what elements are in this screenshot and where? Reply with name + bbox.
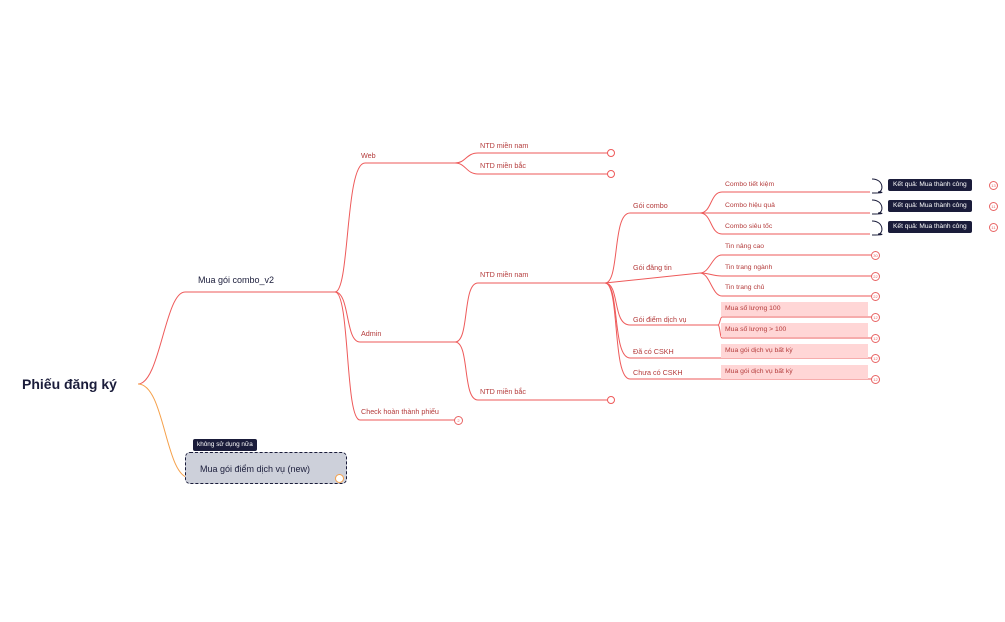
chua-co-cskh-leaf[interactable]: Mua gói dịch vụ bất kỳ <box>725 368 793 375</box>
goi-diem-node[interactable]: Gói điểm dịch vụ <box>633 315 687 324</box>
collapse-handle[interactable] <box>335 474 344 483</box>
result-badge-sieu-toc[interactable]: Kết quả: Mua thành công <box>888 221 972 233</box>
admin-node[interactable]: Admin <box>361 329 382 338</box>
result-badge-hieu-qua[interactable]: Kết quả: Mua thành công <box>888 200 972 212</box>
highlight-bg <box>721 323 868 337</box>
highlight-bg <box>721 344 868 358</box>
deprecated-tag: không sử dụng nữa <box>193 439 257 451</box>
check-count-badge[interactable]: 2 <box>454 416 463 425</box>
combo-hieu-qua[interactable]: Combo hiệu quả <box>725 202 775 209</box>
count-badge-tiet-kiem[interactable]: 13 <box>989 181 998 190</box>
count-badge-so-luong-100[interactable]: 12 <box>871 313 880 322</box>
count-badge-hieu-qua[interactable]: 11 <box>989 202 998 211</box>
mua-so-luong-over-100[interactable]: Mua số lượng > 100 <box>725 326 787 333</box>
web-ntd-bac[interactable]: NTD miền bắc <box>480 161 526 170</box>
new-package-node[interactable]: Mua gói điểm dịch vụ (new) <box>185 452 347 484</box>
count-badge-sieu-toc[interactable]: 11 <box>989 223 998 232</box>
admin-ntd-nam[interactable]: NTD miền nam <box>480 270 529 279</box>
count-badge-da-co-cskh[interactable]: 12 <box>871 354 880 363</box>
count-badge-tin-trang-nganh[interactable]: 22 <box>871 272 880 281</box>
web-ntd-nam[interactable]: NTD miền nam <box>480 141 529 150</box>
check-node[interactable]: Check hoàn thành phiếu <box>361 407 439 416</box>
admin-ntd-bac[interactable]: NTD miền bắc <box>480 387 526 396</box>
chua-co-cskh-node[interactable]: Chưa có CSKH <box>633 368 683 377</box>
mua-so-luong-100[interactable]: Mua số lượng 100 <box>725 305 781 312</box>
count-badge-tin-trang-chu[interactable]: 22 <box>871 292 880 301</box>
tin-trang-chu[interactable]: Tin trang chủ <box>725 284 765 291</box>
highlight-bg <box>721 365 868 379</box>
count-badge-so-luong-over-100[interactable]: 12 <box>871 334 880 343</box>
goi-dang-tin-node[interactable]: Gói đăng tin <box>633 263 672 272</box>
da-co-cskh-node[interactable]: Đã có CSKH <box>633 347 674 356</box>
count-badge-chua-co-cskh[interactable]: 12 <box>871 375 880 384</box>
da-co-cskh-leaf[interactable]: Mua gói dịch vụ bất kỳ <box>725 347 793 354</box>
combo-tiet-kiem[interactable]: Combo tiết kiệm <box>725 181 775 188</box>
web-node[interactable]: Web <box>361 151 376 160</box>
goi-combo-node[interactable]: Gói combo <box>633 201 668 210</box>
combo-branch-label[interactable]: Mua gói combo_v2 <box>198 275 275 285</box>
combo-sieu-toc[interactable]: Combo siêu tốc <box>725 223 773 230</box>
tin-nang-cao[interactable]: Tin nâng cao <box>725 243 765 250</box>
highlight-bg <box>721 302 868 316</box>
result-badge-tiet-kiem[interactable]: Kết quả: Mua thành công <box>888 179 972 191</box>
root-node[interactable]: Phiếu đăng ký <box>22 376 117 392</box>
tin-trang-nganh[interactable]: Tin trang ngành <box>725 264 773 271</box>
count-badge-tin-nang-cao[interactable]: 30 <box>871 251 880 260</box>
new-package-label: Mua gói điểm dịch vụ (new) <box>200 464 311 474</box>
